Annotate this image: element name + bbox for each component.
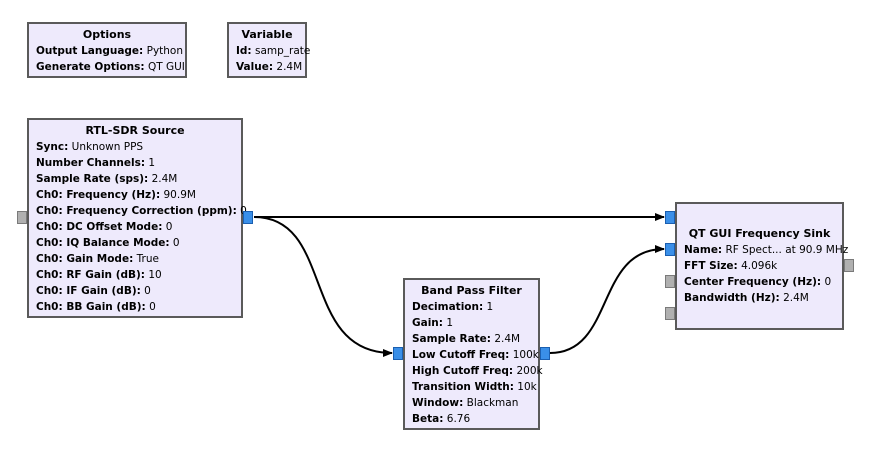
freqsink-input-port-2[interactable] — [665, 275, 675, 288]
param-row: Ch0: IQ Balance Mode: 0 — [36, 237, 180, 249]
param-row: Name: RF Spect... at 90.9 MHz — [684, 244, 849, 256]
wire-rtlsdr-to-bandpass[interactable] — [253, 216, 393, 357]
param-row: Ch0: IF Gain (dB): 0 — [36, 285, 151, 297]
block-title: QT GUI Frequency Sink — [688, 227, 831, 240]
band-pass-filter-block[interactable]: Band Pass Filter Decimation: 1 Gain: 1 S… — [403, 278, 543, 430]
freqsink-output-port[interactable] — [844, 259, 854, 272]
param-row: Low Cutoff Freq: 100k — [412, 349, 539, 361]
wire-bandpass-to-freqsink[interactable] — [549, 245, 665, 354]
rtlsdr-source-block[interactable]: RTL-SDR Source Sync: Unknown PPS Number … — [27, 118, 247, 318]
param-row: Sync: Unknown PPS — [36, 141, 144, 153]
param-row: Ch0: Frequency Correction (ppm): 0 — [36, 205, 247, 217]
qt-gui-frequency-sink-block[interactable]: QT GUI Frequency Sink Name: RF Spect... … — [675, 202, 849, 330]
param-row: Gain: 1 — [412, 317, 454, 329]
param-row: Sample Rate: 2.4M — [412, 333, 521, 345]
bandpass-input-port[interactable] — [393, 347, 403, 360]
param-row: Sample Rate (sps): 2.4M — [36, 173, 178, 185]
options-block[interactable]: Options Output Language: Python Generate… — [27, 22, 187, 78]
param-row: Ch0: Gain Mode: True — [36, 253, 159, 265]
param-row: Ch0: BB Gain (dB): 0 — [36, 301, 156, 313]
rtlsdr-input-port[interactable] — [17, 211, 27, 224]
param-row: High Cutoff Freq: 200k — [412, 365, 543, 377]
rtlsdr-output-port[interactable] — [243, 211, 253, 224]
param-row: Window: Blackman — [412, 397, 519, 409]
param-row: Id: samp_rate — [236, 45, 311, 57]
param-row: Value: 2.4M — [236, 61, 303, 73]
variable-block[interactable]: Variable Id: samp_rate Value: 2.4M — [227, 22, 311, 78]
param-row: FFT Size: 4.096k — [684, 260, 778, 272]
freqsink-input-port-0[interactable] — [665, 211, 675, 224]
freqsink-input-port-3[interactable] — [665, 307, 675, 320]
param-row: Ch0: RF Gain (dB): 10 — [36, 269, 162, 281]
param-row: Output Language: Python — [36, 45, 184, 57]
block-title: Options — [82, 28, 132, 41]
param-row: Number Channels: 1 — [36, 157, 156, 169]
bandpass-output-port[interactable] — [540, 347, 550, 360]
block-title: Variable — [241, 28, 293, 41]
freqsink-input-port-1[interactable] — [665, 243, 675, 256]
param-row: Ch0: Frequency (Hz): 90.9M — [36, 189, 196, 201]
param-row: Beta: 6.76 — [412, 413, 471, 425]
param-row: Bandwidth (Hz): 2.4M — [684, 292, 809, 304]
param-row: Ch0: DC Offset Mode: 0 — [36, 221, 173, 233]
block-title: Band Pass Filter — [421, 284, 522, 297]
block-title: RTL-SDR Source — [85, 124, 185, 137]
param-row: Generate Options: QT GUI — [36, 61, 185, 73]
param-row: Transition Width: 10k — [412, 381, 537, 393]
param-row: Decimation: 1 — [412, 301, 494, 313]
param-row: Center Frequency (Hz): 0 — [684, 276, 832, 288]
